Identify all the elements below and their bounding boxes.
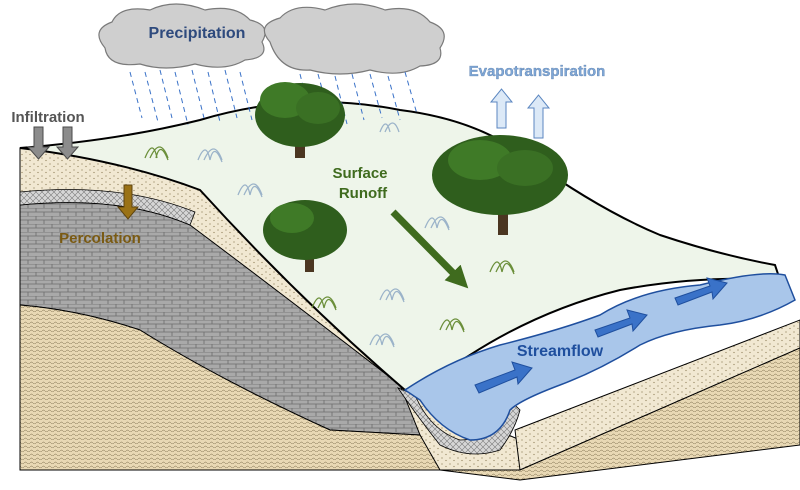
streamflow-label: Streamflow xyxy=(517,343,604,360)
stream-water xyxy=(403,273,796,441)
streamflow-arrows xyxy=(474,277,728,394)
infiltration-label: Infiltration xyxy=(11,109,84,126)
stream-arrow-1 xyxy=(474,361,533,394)
soil-right-face xyxy=(514,319,800,471)
evapotranspiration-arrows xyxy=(489,88,551,139)
percolation-label: Percolation xyxy=(59,230,141,247)
evapotranspiration-label: Evapotranspiration xyxy=(469,63,606,80)
tree-middle xyxy=(263,200,347,272)
evap-arrow-1 xyxy=(489,88,514,129)
cloud-left xyxy=(98,3,266,69)
grass-tufts xyxy=(144,122,515,348)
deep-soil-layer xyxy=(19,304,441,471)
ground-block xyxy=(19,147,800,481)
stream-bed-gravel xyxy=(396,387,521,455)
percolation-arrow xyxy=(116,184,140,220)
stream-arrow-2 xyxy=(594,309,648,338)
surface-runoff-arrow xyxy=(390,209,469,289)
evap-arrow-2 xyxy=(526,94,551,139)
trees xyxy=(255,82,568,272)
surface-runoff-label-line2: Runoff xyxy=(339,185,388,202)
cloud-right xyxy=(263,3,445,75)
infiltration-arrow-1 xyxy=(26,126,51,160)
soil-right-face-lower xyxy=(439,347,800,481)
clouds xyxy=(98,3,445,75)
gravel-band xyxy=(19,189,196,226)
infiltration-arrow-2 xyxy=(55,126,80,160)
tree-top xyxy=(255,82,345,158)
precipitation-label: Precipitation xyxy=(149,25,246,42)
stream-arrow-3 xyxy=(674,277,728,306)
infiltration-arrows xyxy=(26,126,80,160)
surface-runoff-label-line1: Surface xyxy=(332,165,387,182)
tree-right xyxy=(432,135,568,235)
